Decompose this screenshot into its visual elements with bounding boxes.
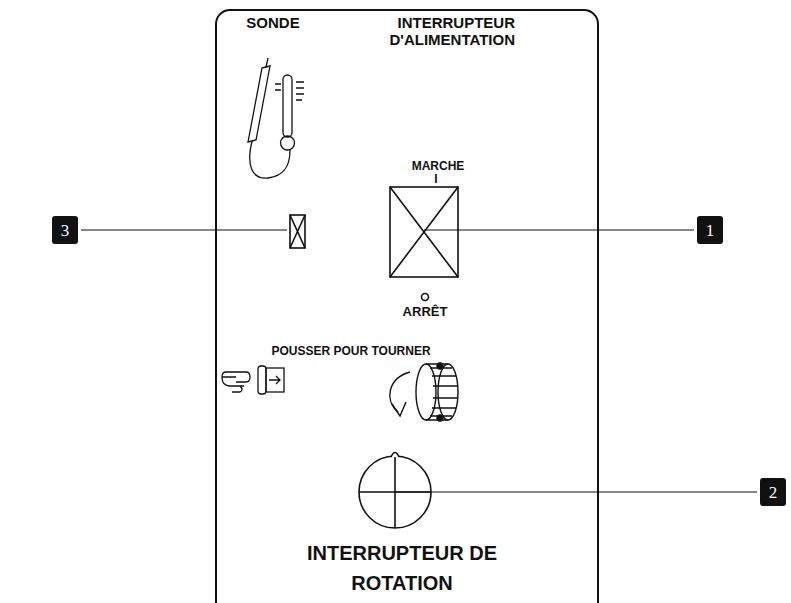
probe-switch [290,215,305,248]
rotation-knob [359,453,431,529]
callout-number: 1 [706,222,715,239]
panel-outline [216,10,598,603]
leader-lines [81,230,757,492]
probe-icon [248,58,304,178]
off-label: ARRÊT [395,305,455,320]
callout-number: 2 [769,484,778,501]
callout-box: 1 [697,216,723,244]
rotation-switch-heading: INTERRUPTEUR DE ROTATION [265,538,539,598]
on-label: MARCHE [400,160,476,174]
on-symbol: I [426,173,446,187]
push-icon [222,366,284,394]
callout-number: 3 [61,222,70,239]
callout-box: 3 [52,216,78,244]
power-switch [390,187,458,277]
drum-icon [416,363,458,421]
rotation-arrowhead [392,402,406,416]
off-symbol [422,294,429,301]
power-switch-heading: INTERRUPTEUR D'ALIMENTATION [355,14,515,49]
callout-box: 2 [760,478,786,506]
push-instruction: POUSSER POUR TOURNER [255,345,447,359]
probe-heading: SONDE [243,14,303,31]
